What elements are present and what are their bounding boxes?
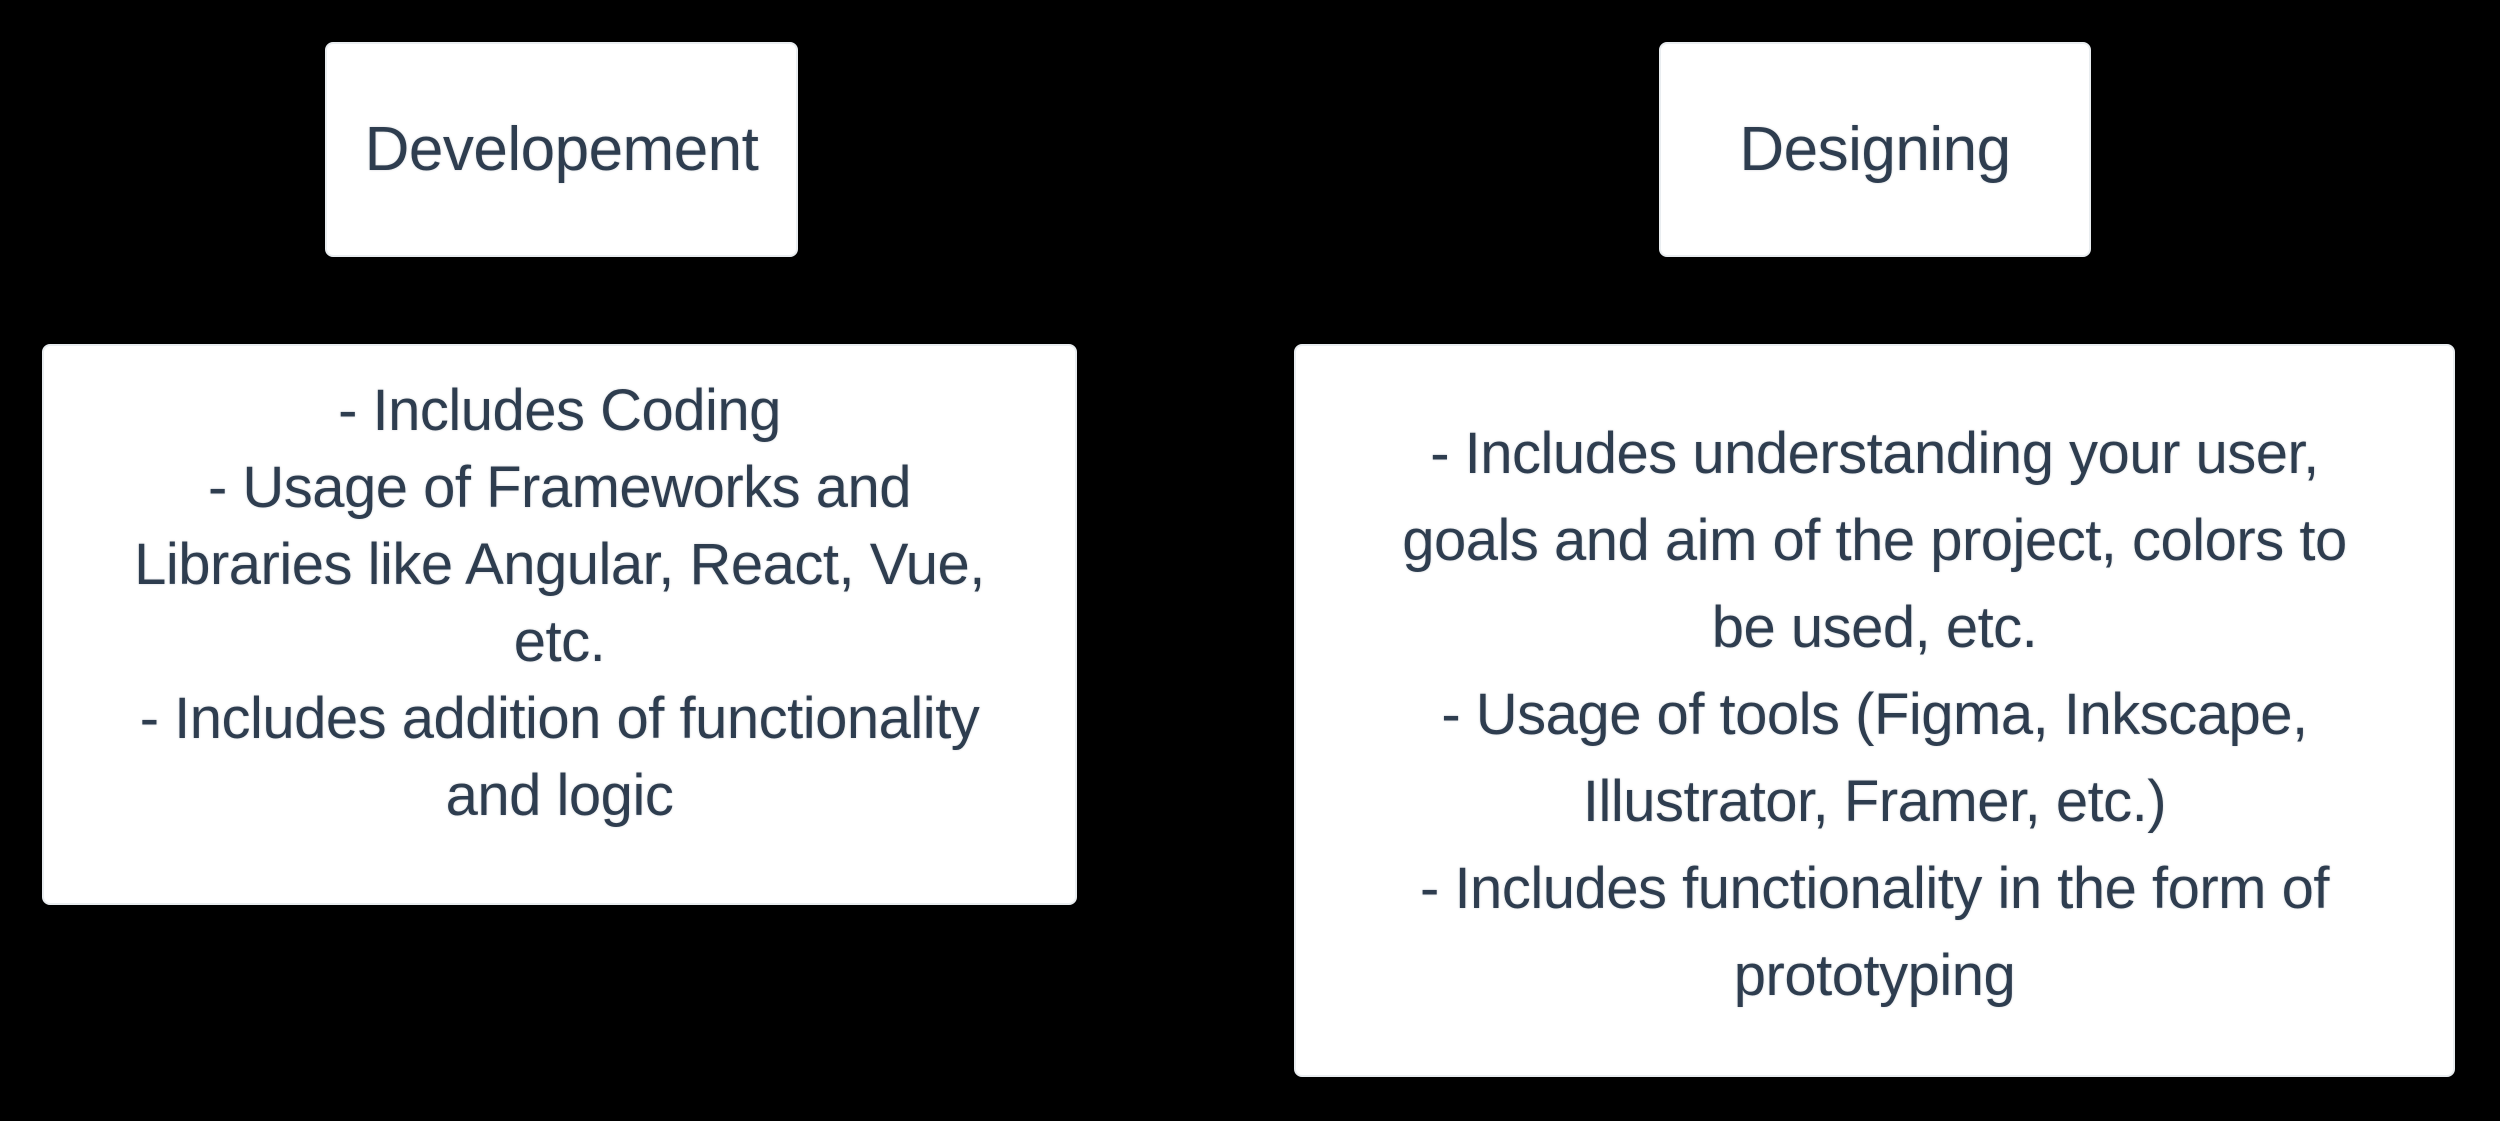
designing-detail-line: - Includes functionality in the form of <box>1420 856 2329 921</box>
development-detail-line: and logic <box>445 763 674 828</box>
designing-detail-line: - Includes understanding your user, <box>1430 421 2319 486</box>
designing-detail-line: - Usage of tools (Figma, Inkscape, <box>1441 682 2308 747</box>
designing-details-box: - Includes understanding your user, goal… <box>1294 344 2455 1077</box>
development-detail-line: etc. <box>513 609 606 674</box>
development-detail-line: - Usage of Frameworks and <box>207 455 912 520</box>
development-header-box: Developement <box>325 42 798 257</box>
development-detail-line: - Includes Coding <box>338 378 781 443</box>
designing-detail-line: be used, etc. <box>1711 595 2038 660</box>
development-header-label: Developement <box>364 115 759 184</box>
designing-detail-line: prototyping <box>1733 943 2016 1008</box>
designing-header-box: Designing <box>1659 42 2091 257</box>
designing-detail-line: Illustrator, Framer, etc.) <box>1582 769 2167 834</box>
designing-header-label: Designing <box>1739 115 2011 184</box>
designing-detail-line: goals and aim of the project, colors to <box>1402 508 2347 573</box>
development-detail-line: Libraries like Angular, React, Vue, <box>134 532 985 597</box>
development-details-box: - Includes Coding - Usage of Frameworks … <box>42 344 1077 905</box>
development-detail-line: - Includes addition of functionality <box>139 686 980 751</box>
